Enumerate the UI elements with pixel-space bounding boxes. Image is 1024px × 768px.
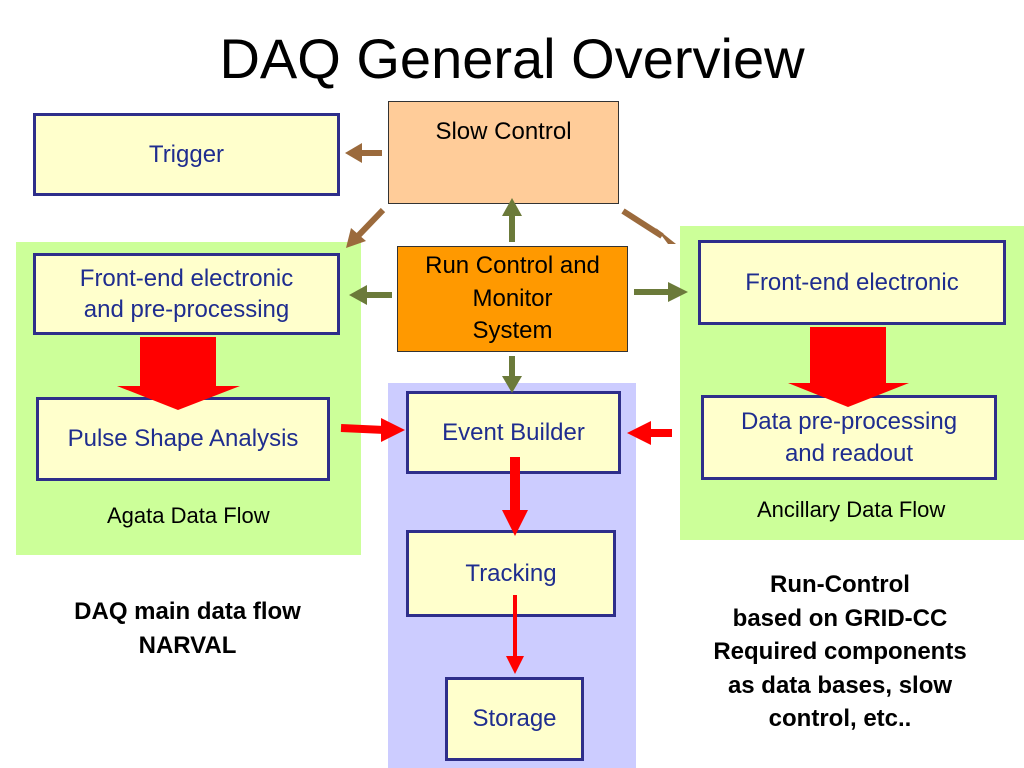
run-control-line-3: System [472,317,553,345]
frontend-left-box: Front-end electronic and pre-processing [33,253,340,335]
trigger-label: Trigger [148,140,225,168]
frontend-left-line-1: Front-end electronic [79,264,294,292]
run-control-note-line-2: based on GRID-CC [732,604,948,632]
red-arrow-tracking-to-storage-head [506,656,524,674]
run-control-line-2: Monitor [472,284,553,312]
agata-data-flow-label: Agata Data Flow [107,503,270,528]
brown-arrow-to-ancillary-head [656,228,676,244]
run-control-box: Run Control and Monitor System [397,246,628,352]
ancillary-data-flow-label: Ancillary Data Flow [757,497,946,522]
slow-control-box: Slow Control [388,101,619,204]
brown-arrow-to-agata-head [346,228,366,248]
olive-arrow-to-frontend-left-head [349,285,367,305]
red-arrow-pulse-to-event-builder-head [381,418,405,442]
olive-arrow-to-event-builder-head [502,376,522,393]
run-control-note-line-5: control, etc.. [768,705,912,733]
data-preprocessing-box: Data pre-processing and readout [701,395,997,480]
run-control-grid-note: Run-Control based on GRID-CC Required co… [675,568,1005,736]
brown-arrow-to-trigger-head [345,143,362,163]
pulse-shape-label: Pulse Shape Analysis [67,425,299,453]
storage-label: Storage [472,705,557,733]
storage-box: Storage [445,677,584,761]
frontend-right-box: Front-end electronic [698,240,1006,325]
data-preprocessing-line-1: Data pre-processing [740,408,958,436]
brown-arrow-to-agata-shaft [355,207,386,239]
daq-main-line-1: DAQ main data flow [74,598,301,625]
red-arrow-event-builder-to-tracking-head [502,510,528,536]
daq-main-data-flow-note: DAQ main data flow NARVAL [40,595,335,662]
tracking-label: Tracking [465,559,557,587]
frontend-left-line-2: and pre-processing [83,296,290,323]
red-block-arrow-left [117,337,240,410]
run-control-note-line-3: Required components [713,638,967,666]
red-arrow-ancillary-to-event-builder-head [627,421,651,445]
event-builder-label: Event Builder [442,418,585,446]
trigger-box: Trigger [33,113,340,196]
red-block-arrow-right [788,327,909,407]
run-control-note-line-4: as data bases, slow [727,671,953,699]
page-title: DAQ General Overview [219,27,805,90]
frontend-right-label: Front-end electronic [745,268,959,296]
tracking-box: Tracking [406,530,616,617]
red-arrow-pulse-to-event-builder-shaft [340,424,386,434]
brown-arrow-to-ancillary-shaft [621,208,664,239]
olive-arrow-to-slow-control-head [502,198,522,216]
slow-control-label: Slow Control [435,118,572,145]
data-preprocessing-line-2: and readout [784,439,914,467]
run-control-note-line-1: Run-Control [770,571,910,598]
run-control-line-1: Run Control and [425,252,600,280]
daq-main-line-2: NARVAL [138,631,237,659]
olive-arrow-to-frontend-right-head [668,282,688,302]
